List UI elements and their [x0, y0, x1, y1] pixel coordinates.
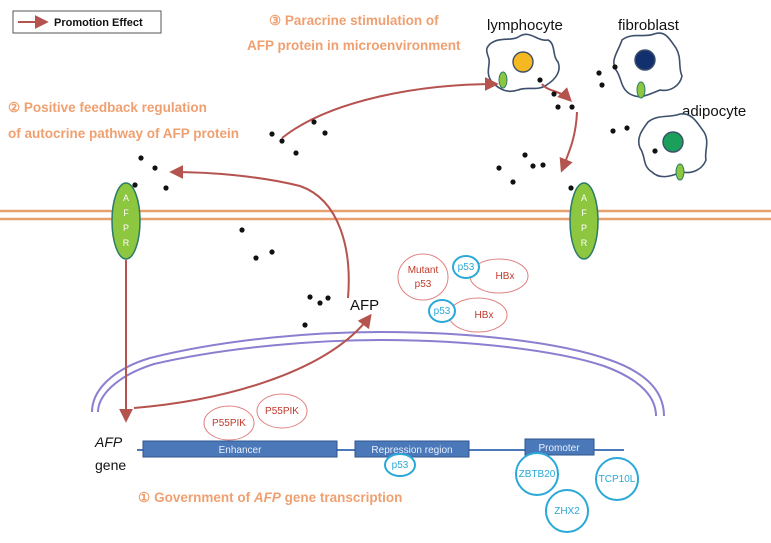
fibroblast-label: fibroblast — [618, 17, 680, 34]
arrow-gene-to-afp — [133, 313, 372, 409]
arrow-lymphocyte-short — [541, 83, 572, 102]
enhancer-label: Enhancer — [219, 445, 262, 456]
afpr-left-letter-a: A — [123, 193, 129, 203]
adipocyte-receptor — [675, 163, 685, 181]
tcp10l-circle — [595, 457, 639, 501]
afpr-right-letter-f: F — [581, 208, 587, 218]
arrow-afp-to-autocrine — [169, 165, 350, 299]
step3-title-line1: ③ Paracrine stimulation of — [269, 13, 439, 28]
gene-word-label: gene — [95, 457, 126, 473]
afp-protein-label: AFP — [350, 297, 379, 314]
legend-label: Promotion Effect — [54, 17, 143, 29]
hbx-label-top: HBx — [496, 271, 515, 282]
repression-region-box — [354, 440, 470, 458]
zhx2-label: ZHX2 — [554, 506, 580, 517]
p55pik-label-2: P55PIK — [265, 406, 299, 417]
zbtb20-label: ZBTB20 — [519, 469, 556, 480]
afpr-left-letter-r: R — [123, 238, 130, 248]
zhx2-circle — [545, 489, 589, 533]
p53-circle-top — [452, 255, 480, 279]
fibroblast-cell — [613, 32, 683, 99]
step1-text-afp: AFP — [253, 490, 282, 505]
afpr-right-letter-r: R — [581, 238, 588, 248]
tcp10l-label: TCP10L — [599, 474, 636, 485]
afpr-left-letter-f: F — [123, 208, 129, 218]
afpr-left-letter-p: P — [123, 223, 129, 233]
adipocyte-label: adipocyte — [682, 103, 746, 120]
lymphocyte-cell — [485, 33, 560, 93]
step1-number: ① — [138, 490, 150, 505]
p55pik-circle-2 — [256, 393, 308, 429]
fibroblast-nucleus — [634, 49, 656, 71]
p53-gene-label: p53 — [392, 460, 409, 471]
afpr-right-letter-a: A — [581, 193, 587, 203]
promoter-label: Promoter — [538, 443, 580, 454]
arrow-lymphocyte-to-receptor — [559, 111, 578, 173]
afp-protein-dots — [132, 64, 658, 328]
p55pik-circle-1 — [203, 405, 255, 441]
step1-text-pre: Government of — [154, 490, 254, 505]
step2-title-line2: of autocrine pathway of AFP protein — [8, 126, 239, 141]
enhancer-box — [142, 440, 338, 458]
mutant-p53-label-1: Mutant — [408, 265, 439, 276]
adipocyte-cell — [637, 113, 708, 181]
zbtb20-circle — [515, 452, 559, 496]
step3-title-line2: AFP protein in microenvironment — [247, 38, 461, 53]
cytoplasm-factors: Mutant p53 HBx p53 HBx p53 — [397, 253, 529, 333]
afpr-receptor-right: A F P R — [569, 182, 599, 260]
legend: Promotion Effect — [12, 10, 162, 34]
p53-gene-circle — [384, 453, 416, 477]
lymphocyte-nucleus — [512, 51, 534, 73]
afpr-receptor-left: A F P R — [111, 182, 141, 260]
lymphocyte-label: lymphocyte — [487, 17, 563, 34]
promoter-box — [524, 438, 595, 456]
repression-region-label: Repression region — [371, 445, 452, 456]
afp-gene: AFP gene Enhancer Repression region Prom… — [94, 434, 624, 473]
p53-label-top: p53 — [458, 262, 475, 273]
hbx-label-bottom: HBx — [475, 310, 494, 321]
nuclear-envelope — [91, 330, 665, 417]
afpr-right-letter-p: P — [581, 223, 587, 233]
step1-text-post: gene transcription — [281, 490, 403, 505]
step2-title-line1: ② Positive feedback regulation — [8, 100, 207, 115]
mutant-p53-circle — [397, 253, 449, 301]
gene-binding-factors: p53 ZBTB20 TCP10L ZHX2 — [384, 452, 639, 533]
fibroblast-receptor — [636, 81, 646, 99]
promotion-arrows — [119, 77, 578, 423]
lymphocyte-receptor — [498, 71, 508, 89]
adipocyte-nucleus — [662, 131, 684, 153]
gene-name-label: AFP — [94, 434, 123, 450]
p55pik-label-1: P55PIK — [212, 418, 246, 429]
p53-circle-bottom — [428, 299, 456, 323]
p55pik-factors: P55PIK P55PIK — [203, 393, 308, 441]
arrow-paracrine-to-lymphocyte — [281, 77, 499, 139]
p53-label-bottom: p53 — [434, 306, 451, 317]
step1-title: ① Government of AFP gene transcription — [138, 490, 402, 505]
mutant-p53-label-2: p53 — [415, 279, 432, 290]
